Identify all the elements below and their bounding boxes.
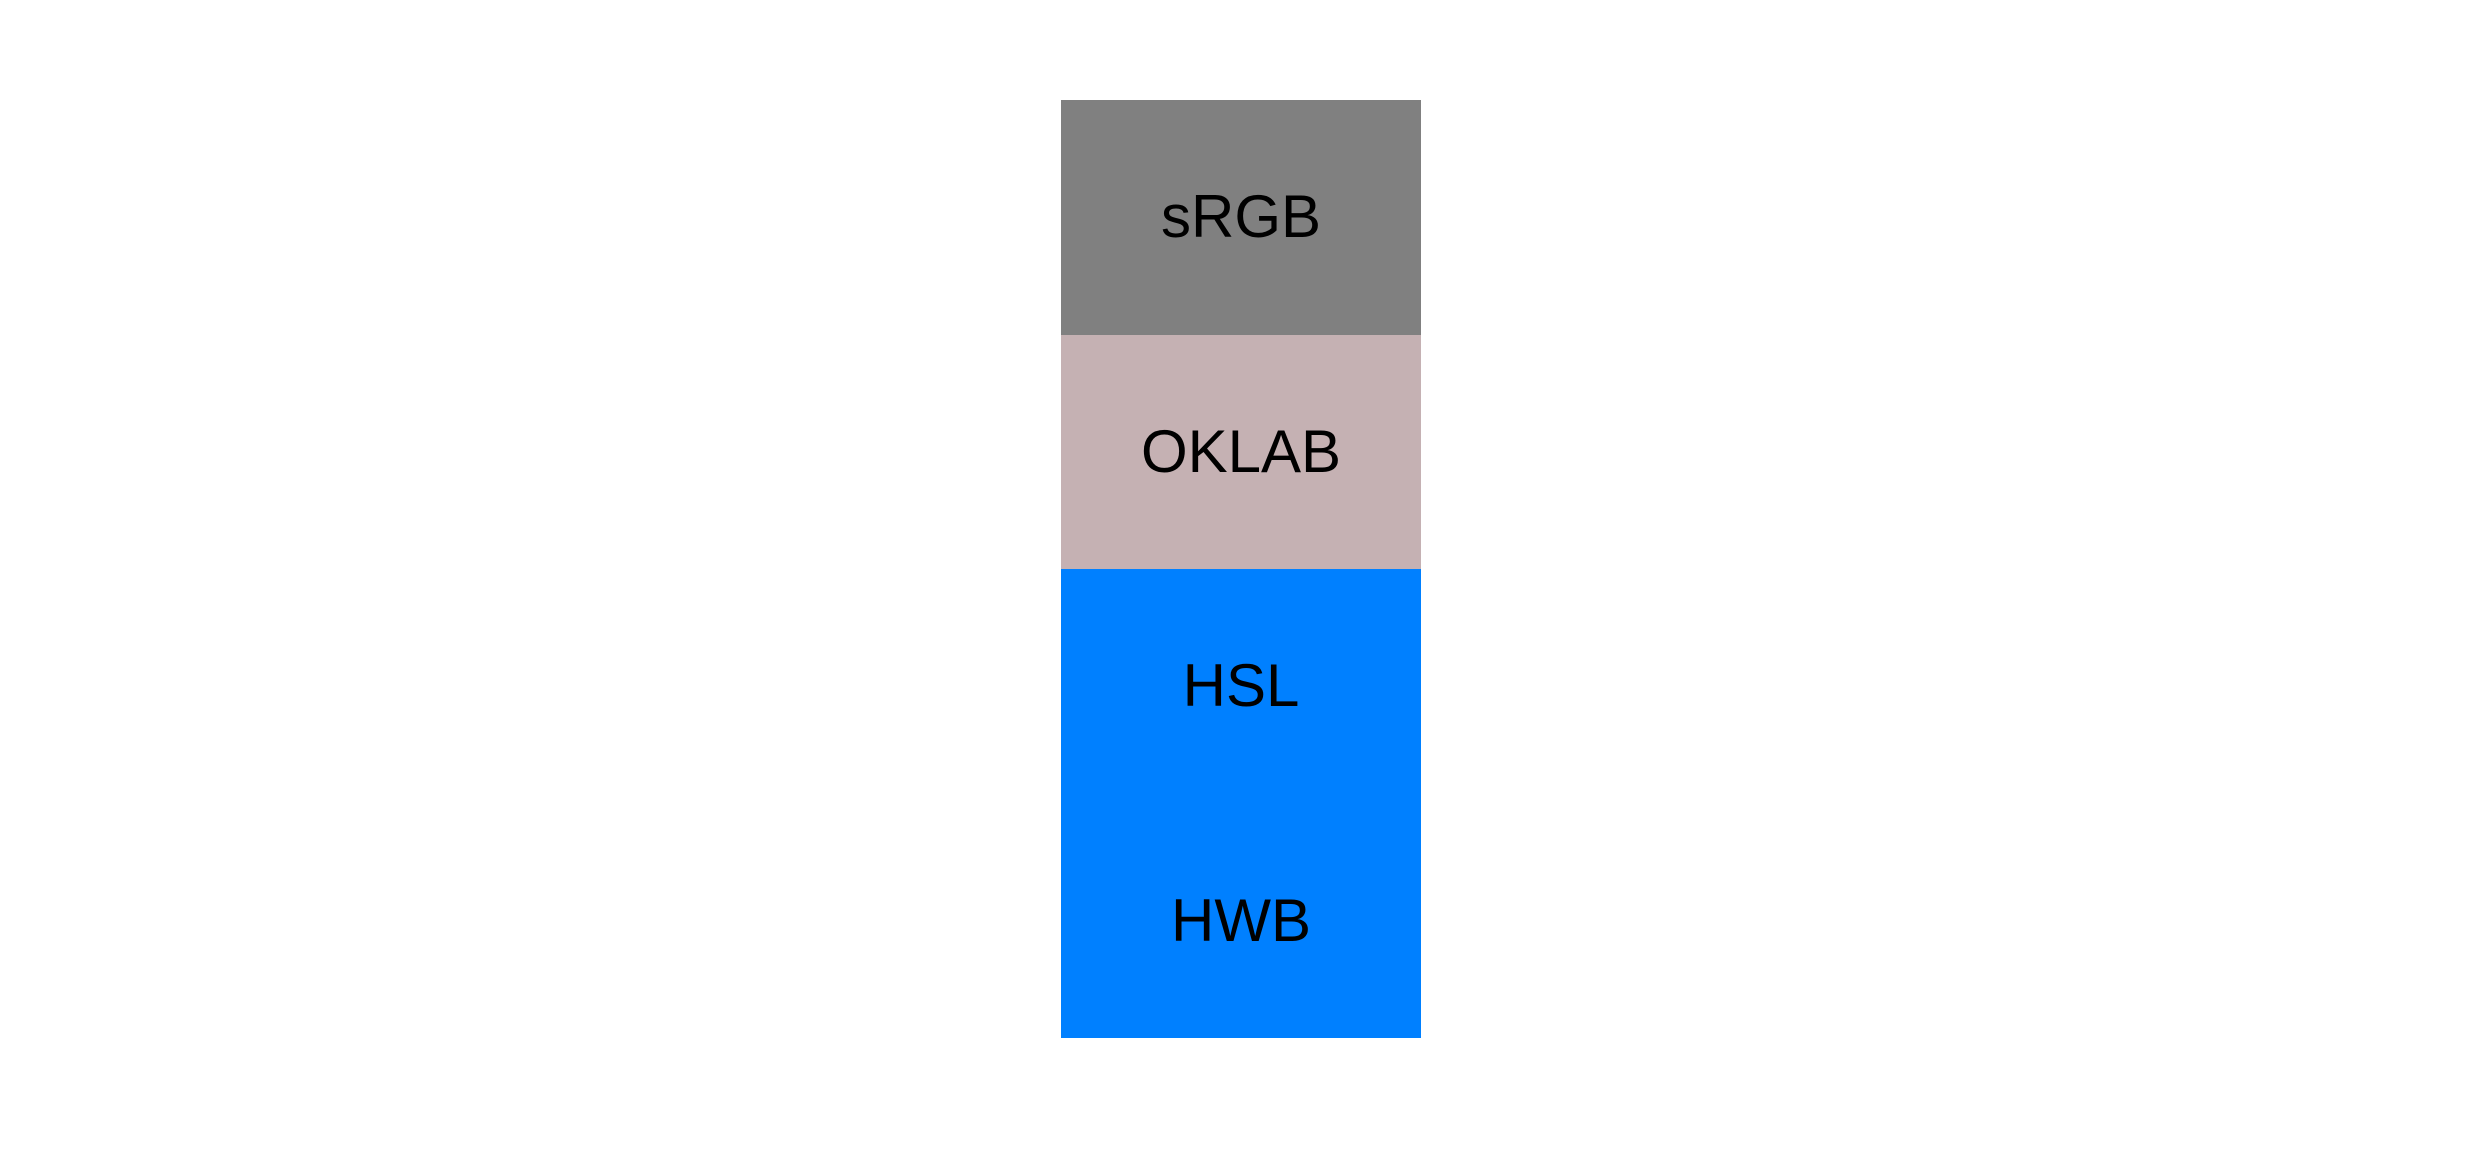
- swatch-label: HWB: [1171, 886, 1311, 954]
- swatch-hwb: HWB: [1061, 803, 1421, 1038]
- swatch-label: OKLAB: [1140, 417, 1342, 485]
- swatch-hsl: HSL: [1061, 569, 1421, 804]
- swatch-label: HSL: [1182, 652, 1300, 720]
- swatch-oklab: OKLAB: [1061, 334, 1421, 569]
- swatch-label: sRGB: [1160, 183, 1322, 251]
- swatch-srgb: sRGB: [1061, 100, 1421, 335]
- swatch-column: sRGB OKLAB HSL HWB: [1061, 100, 1421, 1038]
